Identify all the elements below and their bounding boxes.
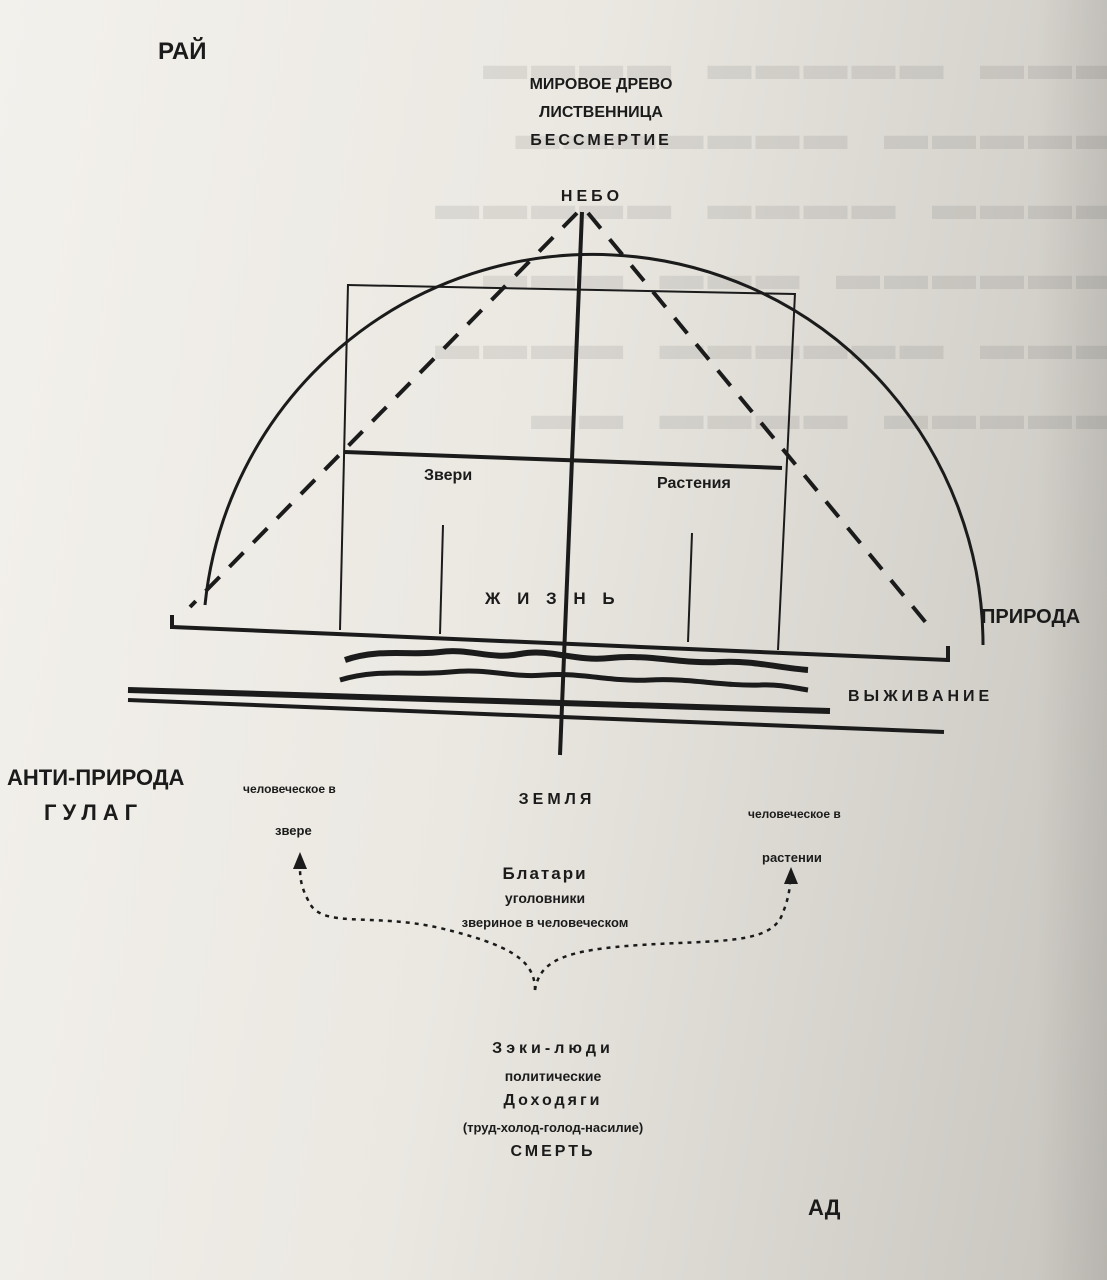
dokhodyagi-label: Доходяги bbox=[503, 1092, 603, 1109]
wave-line-1 bbox=[344, 648, 809, 673]
larch-label: ЛИСТВЕННИЦА bbox=[539, 104, 663, 121]
arrow-head-right bbox=[784, 867, 798, 884]
grid-right-outer bbox=[777, 292, 796, 651]
labor-cold-label: (труд-холод-голод-насилие) bbox=[462, 1120, 644, 1135]
nature-label: ПРИРОДА bbox=[981, 606, 1081, 628]
nature-baseline bbox=[171, 625, 949, 662]
human-in-plant-line-2: растении bbox=[762, 850, 822, 865]
grid-middle-line bbox=[344, 450, 783, 470]
grid-right-inner bbox=[687, 532, 693, 643]
blatari-label: Блатари bbox=[502, 864, 588, 883]
survival-line-bottom bbox=[127, 698, 945, 734]
world-tree-label: МИРОВОЕ ДРЕВО bbox=[529, 76, 673, 93]
grid-left-outer bbox=[339, 283, 349, 631]
earth-label: ЗЕМЛЯ bbox=[518, 791, 596, 808]
dashed-triangle-left bbox=[188, 211, 579, 609]
plants-label: Растения bbox=[657, 475, 731, 492]
hell-label: АД bbox=[808, 1195, 841, 1220]
political-label: политические bbox=[504, 1068, 602, 1084]
gulag-label: ГУЛАГ bbox=[44, 800, 144, 825]
sky-label: НЕБО bbox=[560, 188, 624, 205]
sky-dome-arc bbox=[203, 252, 985, 646]
beasts-label: Звери bbox=[424, 467, 473, 484]
human-in-beast-line-1: человеческое в bbox=[243, 782, 336, 796]
dotted-arrow-right bbox=[533, 879, 792, 991]
world-tree-trunk bbox=[558, 211, 584, 756]
paradise-label: РАЙ bbox=[158, 38, 207, 65]
human-in-plant-line-1: человеческое в bbox=[748, 807, 841, 821]
beastly-in-human-label: звериное в человеческом bbox=[461, 915, 629, 930]
zeks-label: Зэки-люди bbox=[492, 1040, 614, 1057]
life-label: Ж И З Н Ь bbox=[485, 589, 621, 608]
human-in-beast-line-2: звере bbox=[275, 823, 312, 838]
survival-line-top bbox=[127, 687, 831, 714]
arrow-head-left bbox=[293, 852, 307, 869]
grid-left-inner bbox=[439, 524, 444, 635]
survival-label: ВЫЖИВАНИЕ bbox=[848, 688, 994, 705]
dashed-triangle-right bbox=[586, 211, 934, 632]
grid-top-line bbox=[346, 284, 796, 295]
death-label: СМЕРТЬ bbox=[510, 1143, 596, 1160]
anti-nature-label: АНТИ-ПРИРОДА bbox=[7, 765, 185, 790]
criminals-label: уголовники bbox=[504, 890, 586, 906]
page-edge-shadow bbox=[1037, 0, 1107, 1280]
dotted-arrow-left bbox=[298, 864, 537, 991]
wave-line-2 bbox=[339, 668, 809, 693]
immortality-label: БЕССМЕРТИЕ bbox=[530, 132, 672, 149]
